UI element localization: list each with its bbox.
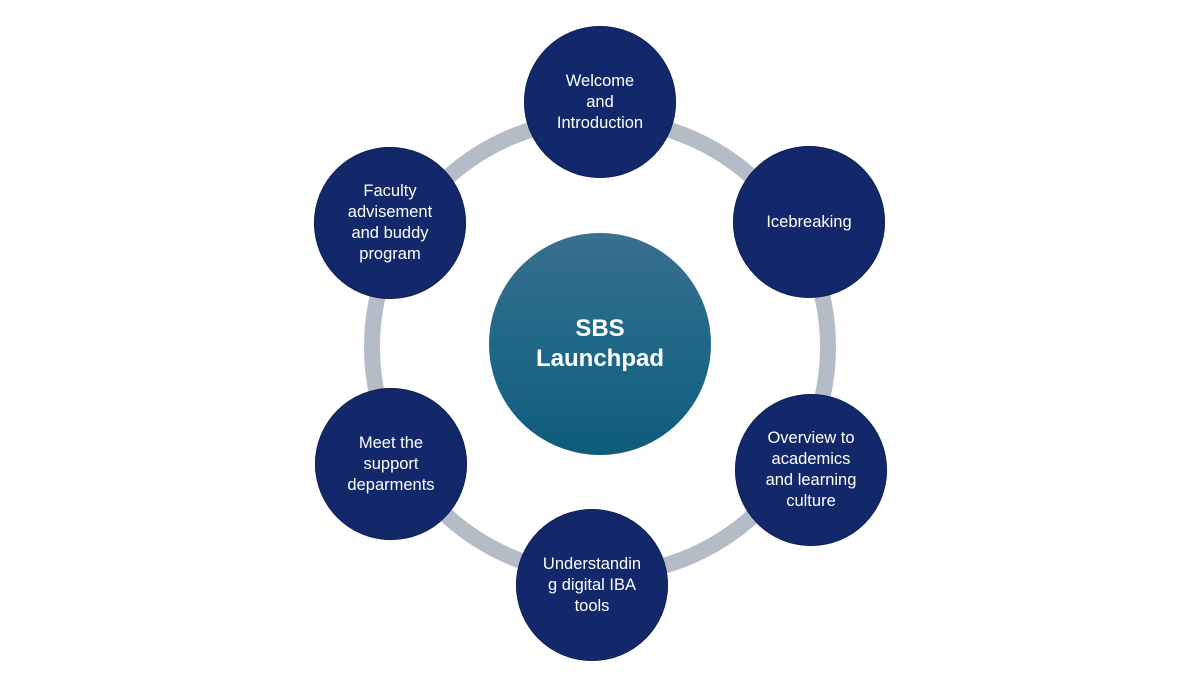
node-digital-tools: Understandin g digital IBA tools — [516, 509, 668, 661]
node-academics-overview: Overview to academics and learning cultu… — [735, 394, 887, 546]
node-welcome: Welcome and Introduction — [524, 26, 676, 178]
node-icebreaking-label: Icebreaking — [766, 212, 852, 231]
node-digital-tools-label: Understandin g digital IBA tools — [542, 554, 642, 615]
node-support-departments-label: Meet the support deparments — [347, 433, 435, 494]
node-academics-overview-label: Overview to academics and learning cultu… — [765, 429, 857, 510]
center-hub: SBS Launchpad — [489, 233, 711, 455]
node-faculty-advisement-label: Faculty advisement and buddy program — [347, 182, 433, 263]
node-faculty-advisement: Faculty advisement and buddy program — [314, 147, 466, 299]
center-hub-label: SBS Launchpad — [535, 315, 664, 372]
node-support-departments: Meet the support deparments — [315, 388, 467, 540]
node-icebreaking: Icebreaking — [733, 146, 885, 298]
node-welcome-label: Welcome and Introduction — [556, 71, 644, 132]
